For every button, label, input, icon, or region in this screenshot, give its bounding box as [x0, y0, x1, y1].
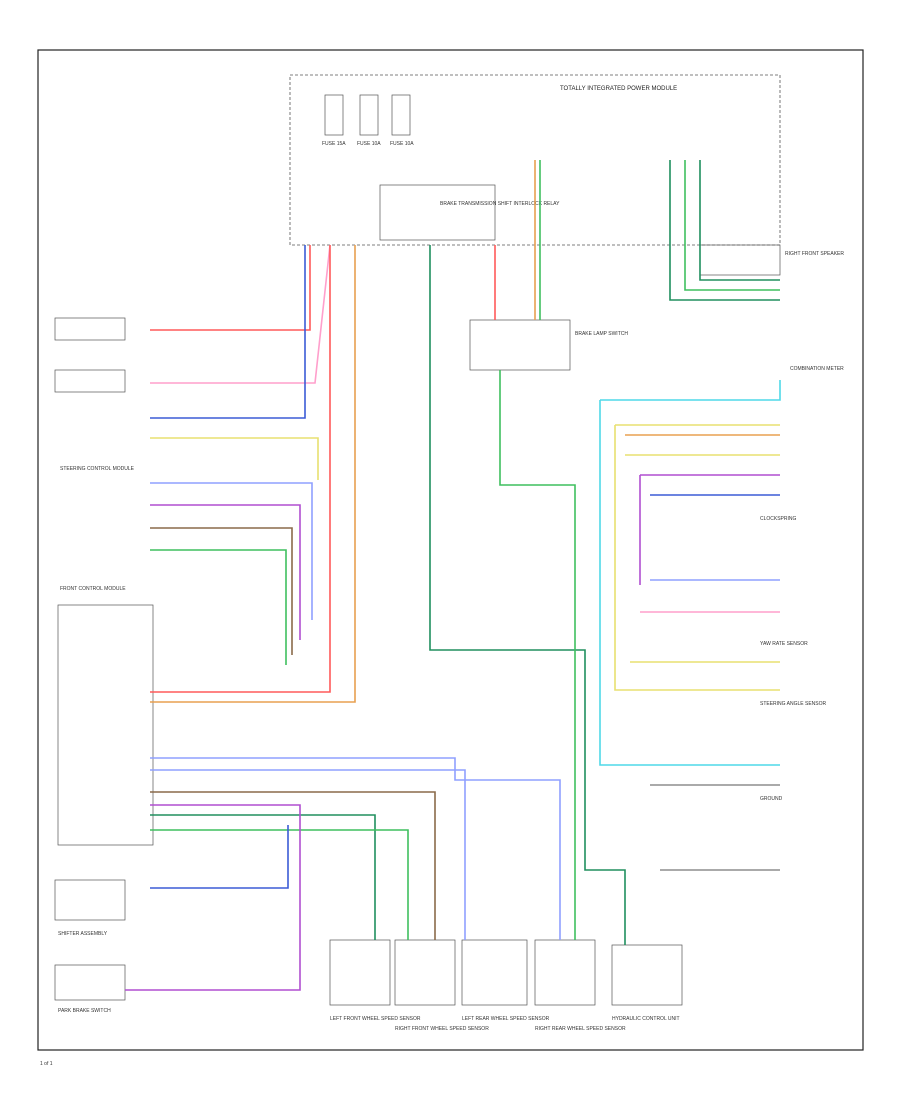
- left-module-label: FRONT CONTROL MODULE: [60, 586, 126, 592]
- center-switch-label: BRAKE LAMP SWITCH: [575, 331, 628, 337]
- bottom-component-3: LEFT REAR WHEEL SPEED SENSOR: [462, 1016, 550, 1022]
- center-switch-box: [469, 319, 571, 371]
- ground-label: GROUND: [760, 796, 783, 802]
- wire-10: [429, 245, 626, 945]
- footer-text: 1 of 1: [40, 1061, 53, 1067]
- left-top-connector: [54, 317, 126, 341]
- wire-12: [150, 757, 561, 940]
- park-brake-box: [54, 964, 126, 1001]
- wire-9: [150, 245, 356, 703]
- fuse-label-1: FUSE 15A: [322, 141, 346, 147]
- shifter-label: SHIFTER ASSEMBLY: [58, 931, 108, 937]
- right-connector-label: RIGHT FRONT SPEAKER: [785, 251, 844, 257]
- wire-5: [150, 504, 301, 640]
- wire-16: [150, 829, 409, 940]
- wire-17: [125, 804, 301, 991]
- top-module-label: TOTALLY INTEGRATED POWER MODULE: [560, 86, 677, 92]
- shifter-box: [54, 879, 126, 921]
- fuse-group: FUSE 15A FUSE 10A FUSE 10A: [322, 94, 414, 147]
- diagram-frame: [37, 49, 864, 1051]
- wire-2: [150, 245, 306, 419]
- wire-13: [150, 769, 466, 940]
- wire-32: [684, 160, 780, 291]
- left-top-connector-2: [54, 369, 126, 393]
- left-module-box: [57, 604, 154, 846]
- bottom-components: LEFT FRONT WHEEL SPEED SENSOR RIGHT FRON…: [329, 939, 683, 1032]
- bottom-component-1: LEFT FRONT WHEEL SPEED SENSOR: [330, 1016, 421, 1022]
- wire-7: [150, 549, 287, 665]
- wire-1: [150, 244, 331, 384]
- wire-0: [150, 245, 311, 331]
- wire-11: [499, 370, 576, 940]
- right-label-4: STEERING ANGLE SENSOR: [760, 701, 827, 707]
- right-label-2: CLOCKSPRING: [760, 516, 797, 522]
- relay-box: [379, 184, 496, 241]
- relay-label: BRAKE TRANSMISSION SHIFT INTERLOCK RELAY: [440, 201, 560, 207]
- wires: [125, 160, 781, 991]
- wire-31: [669, 160, 780, 301]
- bottom-component-4: RIGHT REAR WHEEL SPEED SENSOR: [535, 1026, 626, 1032]
- wire-3: [150, 437, 319, 480]
- wire-33: [699, 160, 780, 281]
- wire-22: [614, 425, 780, 691]
- bottom-component-2: RIGHT FRONT WHEEL SPEED SENSOR: [395, 1026, 489, 1032]
- wire-19: [600, 380, 781, 401]
- wire-14: [150, 791, 436, 940]
- fuse-label-2: FUSE 10A: [357, 141, 381, 147]
- wire-8: [150, 245, 331, 693]
- right-label-1: COMBINATION METER: [790, 366, 844, 372]
- wire-15: [150, 814, 376, 940]
- wire-20: [599, 400, 780, 766]
- right-connector-box: [699, 244, 781, 276]
- park-brake-label: PARK BRAKE SWITCH: [58, 1008, 111, 1014]
- wire-6: [150, 527, 293, 655]
- right-label-3: YAW RATE SENSOR: [760, 641, 808, 647]
- wire-4: [150, 482, 313, 620]
- steering-label: STEERING CONTROL MODULE: [60, 466, 135, 472]
- wire-18: [150, 825, 289, 889]
- bottom-component-5: HYDRAULIC CONTROL UNIT: [612, 1016, 680, 1022]
- fuse-label-3: FUSE 10A: [390, 141, 414, 147]
